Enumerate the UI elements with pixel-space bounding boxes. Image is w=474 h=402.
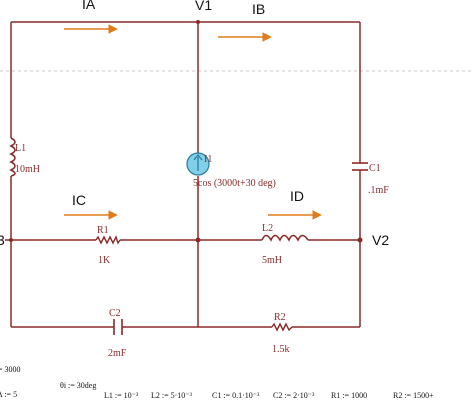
inductor-l2-symbol <box>261 234 309 242</box>
math-def-r1: R1 := 1000 <box>331 391 367 400</box>
resistor-r1-symbol <box>95 235 121 245</box>
junction-dots <box>9 20 363 243</box>
current-label-ic: IC <box>72 192 86 208</box>
l1-value-label: 10mH <box>15 164 40 175</box>
source-value-label: 5cos (3000t+30 deg) <box>193 178 276 189</box>
math-theta-line: θi := 30deg <box>60 381 96 390</box>
current-label-ia: IA <box>82 0 96 12</box>
l2-value-label: 5mH <box>262 255 282 266</box>
r1-value-label: 1K <box>98 255 111 266</box>
resistor-r2-symbol <box>271 322 293 332</box>
math-def-r2: R2 := 1500+ <box>393 391 434 400</box>
c2-name-label: C2 <box>109 308 121 319</box>
capacitor-c1-symbol <box>352 162 368 171</box>
math-def-l2: L2 := 5·10⁻³ <box>151 391 193 400</box>
math-amplitude-line: A := 5 <box>0 390 17 399</box>
r2-name-label: R2 <box>274 312 286 323</box>
source-name-label: I1 <box>204 154 212 165</box>
node-label-left-partial: 3 <box>0 232 5 248</box>
node-label-v1: V1 <box>195 0 212 13</box>
inductor-l1-symbol <box>9 137 16 177</box>
c1-name-label: C1 <box>369 163 381 174</box>
capacitor-c2-symbol <box>113 319 123 335</box>
current-source-symbol <box>186 152 210 176</box>
wires <box>5 21 361 328</box>
l2-name-label: L2 <box>262 223 273 234</box>
r1-name-label: R1 <box>97 225 109 236</box>
current-label-id: ID <box>290 188 304 204</box>
math-def-c1: C1 := 0.1·10⁻³ <box>212 391 260 400</box>
node-label-v2: V2 <box>372 232 389 248</box>
math-omega-line: = 3000 <box>0 365 21 374</box>
current-label-ib: IB <box>252 1 265 17</box>
c1-value-label: .1mF <box>368 185 389 196</box>
math-def-l1: L1 := 10⁻³ <box>104 391 139 400</box>
l1-name-label: L1 <box>15 143 26 154</box>
r2-value-label: 1.5k <box>272 344 290 355</box>
c2-value-label: 2mF <box>108 348 127 359</box>
math-def-c2: C2 := 2·10⁻³ <box>273 391 315 400</box>
